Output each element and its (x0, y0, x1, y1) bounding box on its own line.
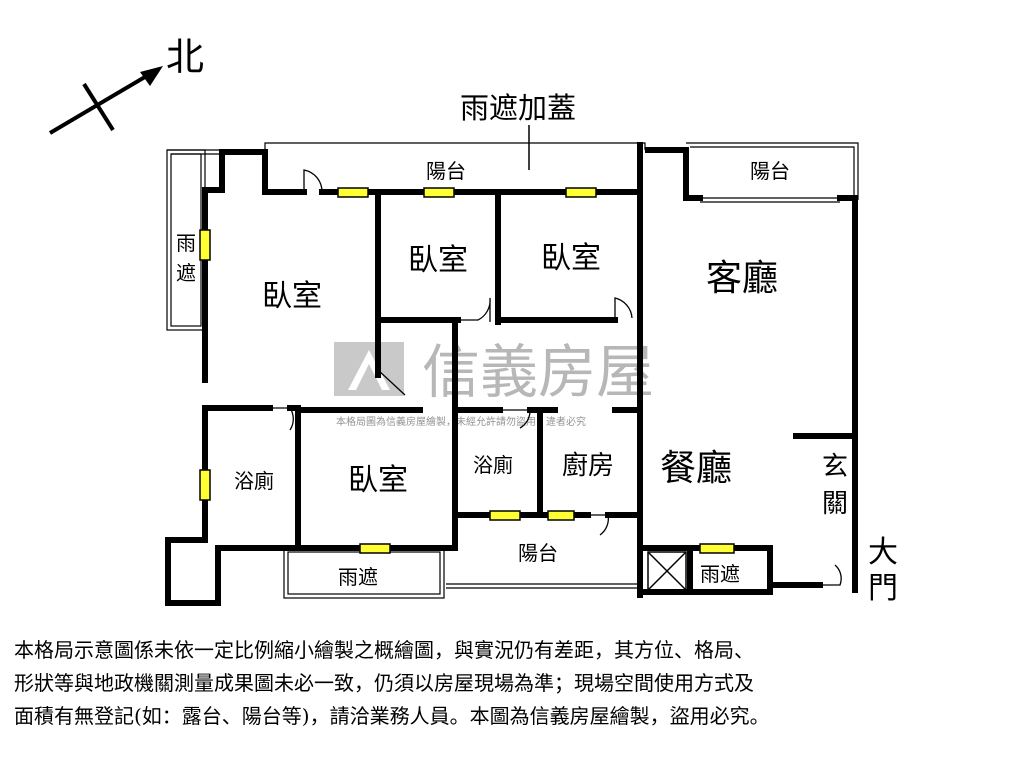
north-arrow-icon (48, 66, 163, 135)
rain-cover-added-label: 雨遮加蓋 (460, 91, 576, 125)
floor-plan: 北 雨遮加蓋 信義房屋 本格局圖為信義房屋繪製，未經允許請勿盜用，違者必究 (48, 35, 898, 606)
watermark-brand: 信義房屋 (422, 338, 654, 406)
bedroom-large-label: 臥室 (262, 279, 322, 314)
balcony-right-label: 陽台 (750, 159, 790, 183)
watermark-notice: 本格局圖為信義房屋繪製，未經允許請勿盜用，違者必究 (336, 415, 586, 428)
disclaimer-line: 面積有無登記(如：露台、陽台等)，請洽業務人員。本圖為信義房屋繪製，盜用必究。 (14, 704, 770, 728)
bedroom-mid-label: 臥室 (408, 243, 468, 278)
bathroom-center-label: 浴廁 (473, 453, 513, 477)
main-door-label-2: 門 (868, 571, 898, 606)
disclaimer-line: 形狀等與地政機關測量成果圖未必一致，仍須以房屋現場為準；現場空間使用方式及 (14, 671, 754, 695)
disclaimer-line: 本格局示意圖係未依一定比例縮小繪製之概繪圖，與實況仍有差距，其方位、格局、 (14, 638, 754, 662)
dining-room-label: 餐廳 (660, 448, 732, 489)
bathroom-left-label: 浴廁 (234, 469, 274, 493)
balcony-top-label: 陽台 (426, 159, 466, 183)
doors (270, 169, 842, 586)
shaft-box (647, 551, 687, 591)
disclaimer-text: 本格局示意圖係未依一定比例縮小繪製之概繪圖，與實況仍有差距，其方位、格局、 形狀… (14, 634, 1014, 733)
bedroom-lower-label: 臥室 (348, 463, 408, 498)
main-door-label-1: 大 (868, 535, 898, 570)
rain-cover-left-label-2: 遮 (176, 261, 196, 285)
balcony-bottom-label: 陽台 (518, 541, 558, 565)
foyer-label-2: 關 (822, 489, 848, 519)
watermark-logo (334, 342, 404, 396)
foyer-label-1: 玄 (822, 452, 848, 482)
compass-label: 北 (166, 35, 204, 79)
bedroom-right-label: 臥室 (541, 241, 601, 276)
kitchen-label: 廚房 (562, 451, 614, 481)
rain-cover-bottom-left-label: 雨遮 (338, 565, 378, 589)
windows (199, 187, 735, 554)
rain-cover-left-label-1: 雨 (176, 231, 196, 255)
living-room-label: 客廳 (706, 258, 778, 299)
rain-cover-bottom-right-label: 雨遮 (700, 562, 740, 586)
